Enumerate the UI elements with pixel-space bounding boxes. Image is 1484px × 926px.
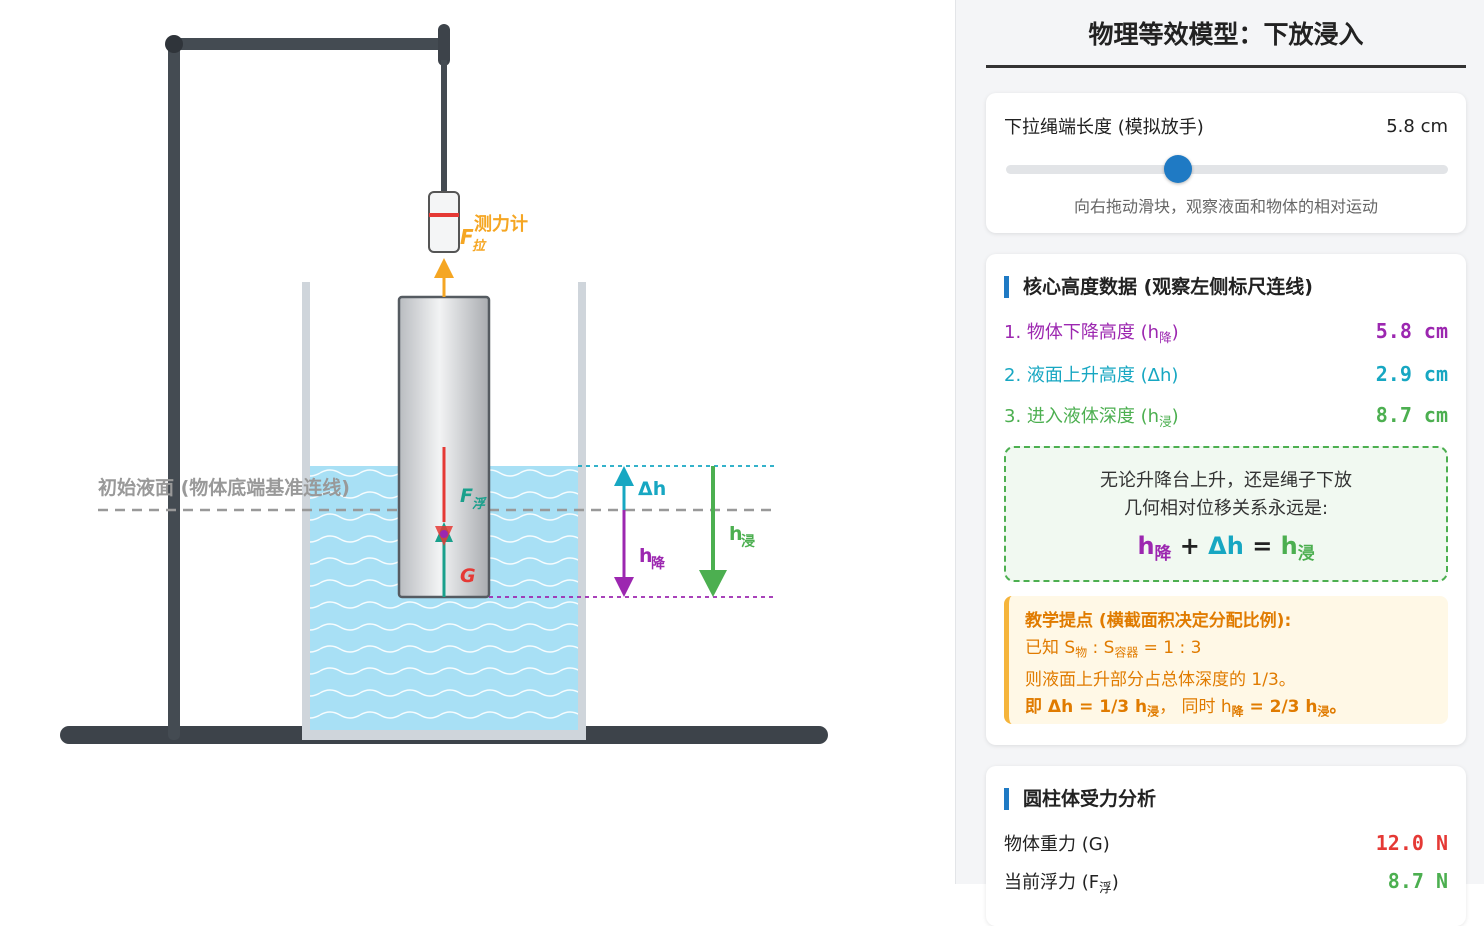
- formula-box: 无论升降台上升，还是绳子下放 几何相对位移关系永远是: h降 + Δh = h浸: [1004, 446, 1448, 582]
- core-row-drop: 1. 物体下降高度 (h降) 5.8 cm: [1004, 318, 1448, 346]
- h-drop-label: h: [639, 545, 653, 567]
- pull-force-label: F: [460, 225, 474, 249]
- stand-pole: [168, 40, 180, 740]
- core-row-drop-value: 5.8 cm: [1375, 319, 1448, 343]
- buoy-force-sub: 浮: [472, 496, 487, 512]
- pull-force-sub: 拉: [472, 238, 487, 254]
- force-row-gravity: 物体重力 (G) 12.0 N: [1004, 830, 1448, 856]
- panel-title: 物理等效模型：下放浸入: [986, 14, 1466, 68]
- core-row-immerse-label: 3. 进入液体深度 (h浸): [1004, 406, 1179, 429]
- force-meter: [428, 191, 460, 253]
- core-row-drop-label: 1. 物体下降高度 (h降): [1004, 322, 1179, 345]
- formula-equation: h降 + Δh = h浸: [1137, 532, 1315, 564]
- slider-header: 下拉绳端长度 (模拟放手) 5.8 cm: [1004, 113, 1448, 139]
- force-card: 圆柱体受力分析 物体重力 (G) 12.0 N 当前浮力 (F浮) 8.7 N: [986, 766, 1466, 926]
- h-immerse-sub: 浸: [741, 533, 755, 550]
- core-row-rise-value: 2.9 cm: [1375, 362, 1448, 386]
- gravity-label: G: [460, 565, 476, 587]
- container-bottom: [302, 730, 586, 740]
- h-immerse-head: [699, 570, 727, 597]
- teaching-tip: 教学提点 (横截面积决定分配比例): 已知 S物 : S容器 = 1 : 3 则…: [1004, 596, 1448, 724]
- buoy-force-label: F: [460, 485, 473, 507]
- center-of-mass: [440, 530, 448, 538]
- slider-track[interactable]: [1006, 165, 1448, 174]
- stand-arm: [172, 38, 448, 50]
- force-row-gravity-value: 12.0 N: [1375, 831, 1448, 855]
- core-row-immerse-value: 8.7 cm: [1375, 403, 1448, 427]
- h-drop-sub: 降: [651, 555, 666, 572]
- h-drop-head: [614, 577, 634, 597]
- initial-level-label: 初始液面 (物体底端基准连线): [98, 476, 350, 499]
- core-data-title: 核心高度数据 (观察左侧标尺连线): [1004, 276, 1313, 298]
- core-row-rise-label: 2. 液面上升高度 (Δh): [1004, 365, 1179, 386]
- slider-value: 5.8 cm: [1386, 115, 1448, 137]
- slider-thumb[interactable]: [1164, 155, 1193, 183]
- formula-line-2: 几何相对位移关系永远是:: [1123, 498, 1329, 519]
- physics-scene: 初始液面 (物体底端基准连线) 测力计 F 拉 F 浮 G Δh h 降: [60, 24, 828, 744]
- force-row-gravity-label: 物体重力 (G): [1004, 834, 1110, 855]
- simulation-stage: 初始液面 (物体底端基准连线) 测力计 F 拉 F 浮 G Δh h 降: [60, 24, 828, 744]
- force-row-buoy-value: 8.7 N: [1387, 869, 1448, 893]
- slider-hint: 向右拖动滑块，观察液面和物体的相对运动: [1073, 197, 1378, 216]
- tip-line-relation: 即 Δh = 1/3 h浸， 同时 h降 = 2/3 h浸。: [1025, 696, 1347, 719]
- force-row-buoy: 当前浮力 (F浮) 8.7 N: [1004, 868, 1448, 896]
- slider-card: 下拉绳端长度 (模拟放手) 5.8 cm 向右拖动滑块，观察液面和物体的相对运动: [986, 93, 1466, 233]
- tip-line-ratio: 已知 S物 : S容器 = 1 : 3: [1025, 638, 1202, 660]
- formula-line-1: 无论升降台上升，还是绳子下放: [1100, 470, 1352, 491]
- core-row-rise: 2. 液面上升高度 (Δh) 2.9 cm: [1004, 361, 1448, 387]
- control-panel: 物理等效模型：下放浸入 下拉绳端长度 (模拟放手) 5.8 cm 向右拖动滑块，…: [955, 0, 1484, 926]
- rope: [441, 60, 447, 194]
- force-row-buoy-label: 当前浮力 (F浮): [1004, 872, 1119, 895]
- tip-line-share: 则液面上升部分占总体深度的 1/3。: [1025, 669, 1296, 690]
- core-data-card: 核心高度数据 (观察左侧标尺连线) 1. 物体下降高度 (h降) 5.8 cm …: [986, 254, 1466, 745]
- stand-hook: [438, 24, 450, 66]
- force-title: 圆柱体受力分析: [1004, 788, 1156, 810]
- delta-h-label: Δh: [638, 478, 666, 500]
- stand-joint: [165, 35, 183, 53]
- pull-arrow-head: [434, 258, 454, 278]
- slider-label: 下拉绳端长度 (模拟放手): [1004, 117, 1204, 138]
- force-meter-indicator: [429, 213, 459, 217]
- meter-label: 测力计: [474, 213, 528, 235]
- h-immerse-label: h: [729, 523, 743, 545]
- core-row-immerse: 3. 进入液体深度 (h浸) 8.7 cm: [1004, 402, 1448, 430]
- tip-title: 教学提点 (横截面积决定分配比例):: [1025, 611, 1292, 631]
- delta-h-head: [614, 466, 634, 486]
